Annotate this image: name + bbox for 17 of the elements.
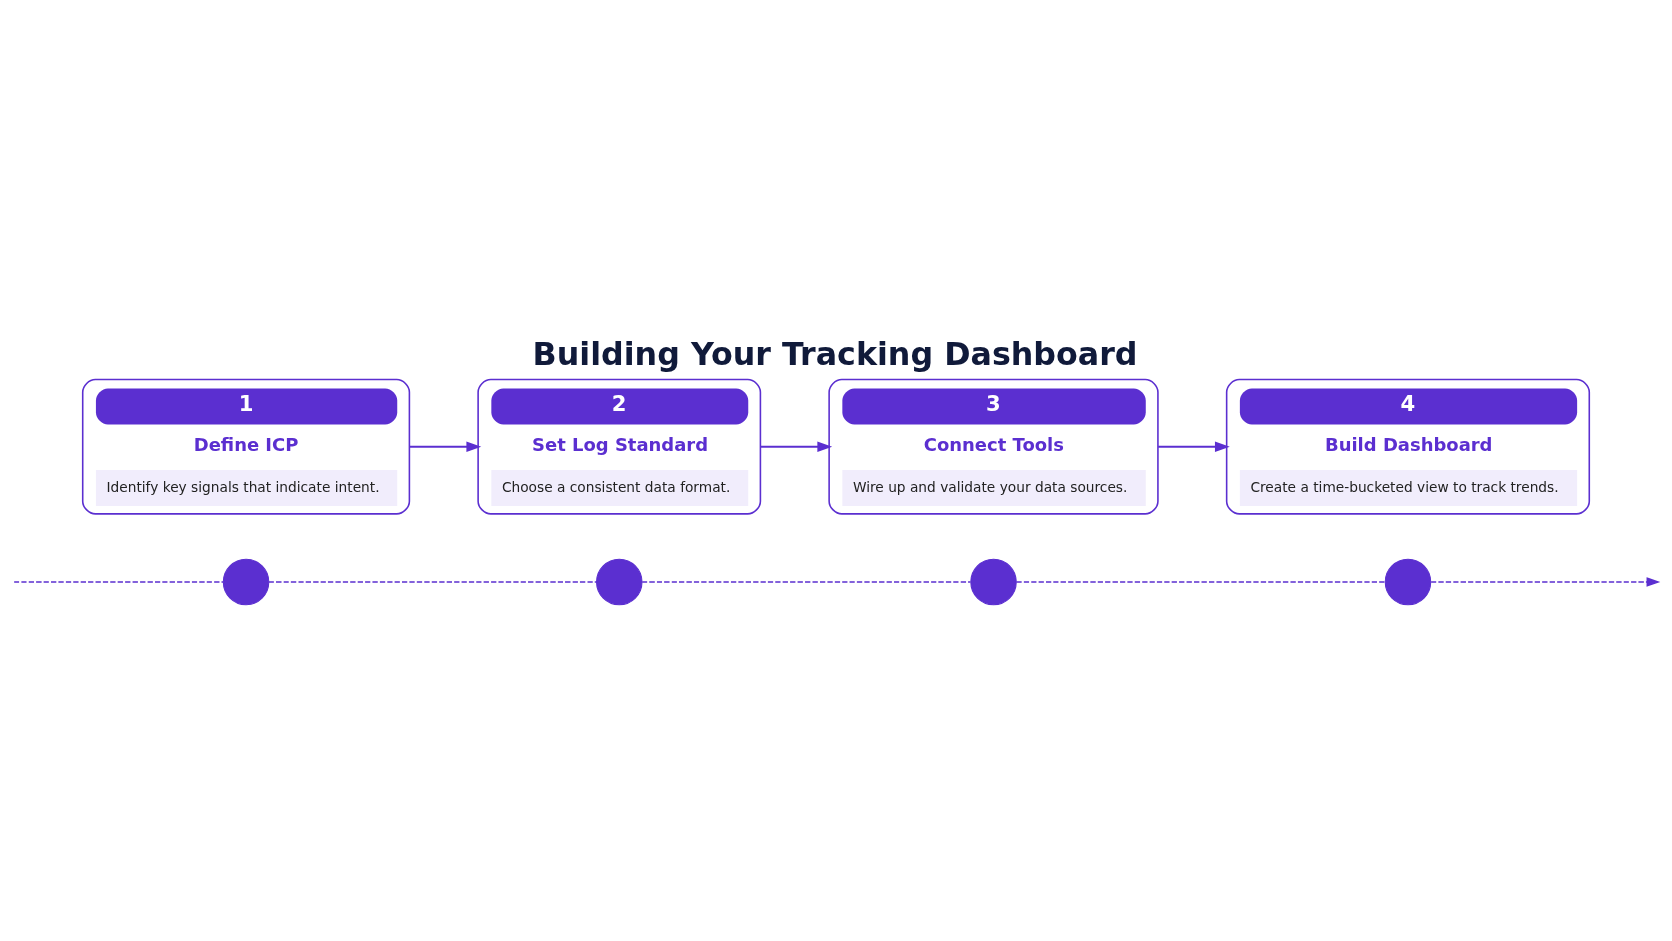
connector: [1015, 581, 1386, 583]
node-box: 4 Build Dashboard Create a time-bucketed view to track trends.: [1225, 378, 1591, 515]
connector: [13, 581, 224, 583]
connector: [268, 581, 597, 583]
diagram-title: Building Your Tracking Dashboard: [532, 335, 1138, 372]
connector: [641, 581, 972, 583]
node-box: 1 Define ICP Identify key signals that indicate intent.: [81, 378, 411, 515]
node-box: 3 Connect Tools Wire up and validate your data sources.: [828, 378, 1159, 515]
arrow: [1430, 577, 1661, 587]
arrow: [409, 441, 482, 452]
node-circle: [222, 558, 270, 606]
node-circle: [596, 558, 643, 606]
node-circle: [970, 558, 1017, 606]
arrow: [1158, 441, 1230, 452]
node-circle: [1384, 558, 1432, 606]
arrow: [760, 441, 833, 452]
node-box: 2 Set Log Standard Choose a consistent data format.: [477, 378, 762, 515]
